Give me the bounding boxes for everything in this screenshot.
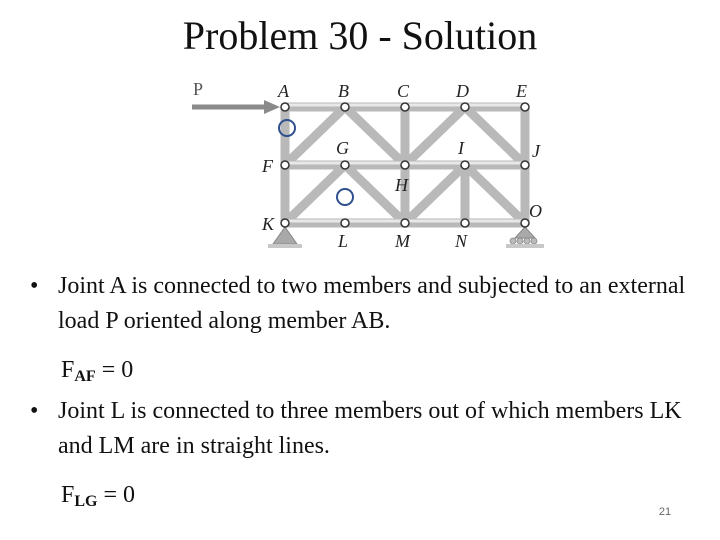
- zero-force-marker-AF: [278, 119, 296, 137]
- member-HD: [400, 102, 470, 170]
- bullet-marker: •: [30, 273, 39, 299]
- node-label-B: B: [338, 81, 349, 101]
- node-label-J: J: [532, 141, 541, 161]
- bullet-marker: •: [30, 398, 39, 424]
- node-label-O: O: [529, 201, 542, 221]
- equation-subscript: AF: [74, 368, 96, 385]
- member-IO: [460, 160, 530, 228]
- bullet-text: Joint L is connected to three members ou…: [58, 398, 682, 459]
- page-title: Problem 30 - Solution: [182, 13, 538, 58]
- member-DJ: [460, 102, 530, 170]
- node-label-A: A: [277, 81, 290, 101]
- node-label-L: L: [337, 231, 348, 251]
- node-label-G: G: [336, 138, 349, 158]
- node-label-F: F: [261, 156, 274, 176]
- pin-support: [268, 226, 302, 248]
- joint-K: [280, 218, 290, 228]
- joint-E: [520, 102, 530, 112]
- node-label-N: N: [454, 231, 468, 251]
- equation-subscript: LG: [74, 493, 98, 510]
- joint-M: [400, 218, 410, 228]
- joint-B: [340, 102, 350, 112]
- equation-rhs: = 0: [97, 482, 136, 508]
- node-label-I: I: [457, 138, 465, 158]
- node-label-K: K: [261, 214, 275, 234]
- equation-flg: FLG = 0: [61, 480, 135, 517]
- joint-J: [520, 160, 530, 170]
- load-arrow: [192, 100, 280, 114]
- page-number: 21: [658, 506, 672, 518]
- equation-rhs: = 0: [95, 357, 134, 383]
- joint-H: [400, 160, 410, 170]
- truss-svg: P A B C D E F G H I: [192, 79, 544, 251]
- node-label-E: E: [515, 81, 527, 101]
- member-MI: [400, 160, 470, 228]
- member-GM: [340, 160, 410, 228]
- member-KG: [280, 160, 350, 228]
- truss-diagram: P A B C D E F G H I: [180, 70, 550, 260]
- node-label-H: H: [394, 175, 409, 195]
- joint-C: [400, 102, 410, 112]
- joint-I: [460, 160, 470, 170]
- joint-F: [280, 160, 290, 170]
- truss-joints: [280, 102, 530, 228]
- joint-L: [340, 218, 350, 228]
- equation-lhs: F: [61, 357, 75, 383]
- joint-A: [280, 102, 290, 112]
- bullet-text: Joint A is connected to two members and …: [58, 273, 686, 334]
- joint-G: [340, 160, 350, 170]
- node-label-D: D: [455, 81, 469, 101]
- equation-lhs: F: [61, 482, 75, 508]
- node-label-C: C: [397, 81, 410, 101]
- member-FB: [280, 102, 350, 170]
- member-BH: [340, 102, 410, 170]
- joint-D: [460, 102, 470, 112]
- roller-support: [506, 226, 544, 248]
- zero-force-marker-LG: [336, 188, 354, 206]
- joint-O: [520, 218, 530, 228]
- joint-N: [460, 218, 470, 228]
- equation-faf: FAF = 0: [61, 355, 133, 392]
- node-label-M: M: [394, 231, 411, 251]
- load-label: P: [193, 79, 203, 99]
